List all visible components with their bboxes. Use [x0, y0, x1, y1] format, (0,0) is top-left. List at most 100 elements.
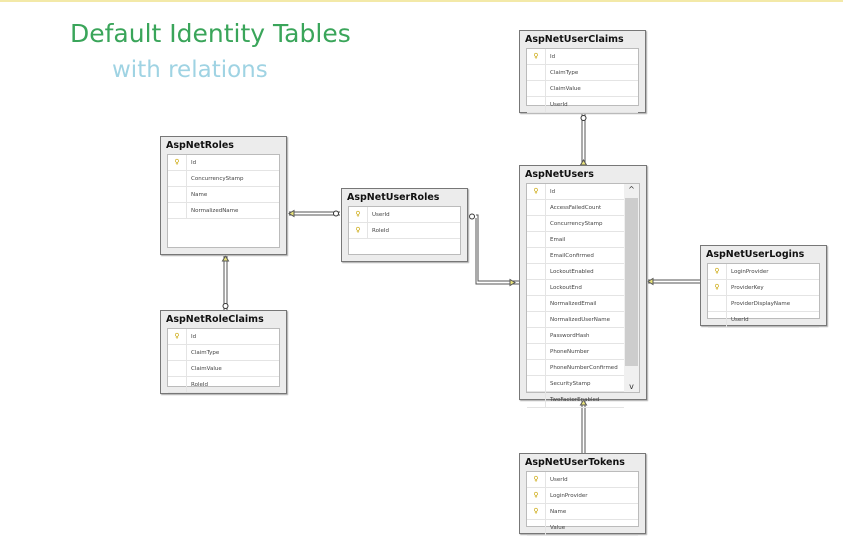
table-aspnetuserlogins[interactable]: AspNetUserLogins ♀ LoginProvider ♀ProviderK…	[700, 245, 827, 328]
diagram-subtitle: with relations	[112, 57, 268, 83]
column-row[interactable]: ♀Id	[527, 184, 624, 200]
primary-key-icon: ♀	[708, 264, 727, 279]
row-selector	[708, 296, 727, 311]
column-row[interactable]: ConcurrencyStamp	[168, 171, 279, 187]
column-row[interactable]: ClaimType	[168, 345, 279, 361]
column-grid: ♀UserId♀ RoleId	[348, 206, 461, 255]
column-row[interactable]: RoleId	[168, 377, 279, 393]
column-name: RoleId	[372, 227, 389, 234]
column-row[interactable]: ClaimValue	[527, 81, 638, 97]
relation-key-end	[221, 255, 230, 262]
column-row[interactable]: ♀UserId	[349, 207, 460, 223]
column-row[interactable]: ProviderDisplayName	[708, 296, 819, 312]
column-name: LoginProvider	[731, 268, 769, 275]
column-row[interactable]: Value	[527, 520, 638, 536]
column-row[interactable]: ♀Id	[168, 329, 279, 345]
relation-users-usertokens	[581, 400, 586, 453]
relation-roles-userroles	[289, 211, 340, 216]
primary-key-icon: ♀	[527, 184, 546, 199]
column-row[interactable]: PhoneNumberConfirmed	[527, 360, 624, 376]
column-row[interactable]: UserId	[527, 97, 638, 113]
column-name: Id	[191, 333, 197, 340]
column-row[interactable]: ♀Id	[168, 155, 279, 171]
table-aspnetusertokens[interactable]: AspNetUserTokens♀UserId♀LoginProvider♀Na…	[519, 453, 646, 536]
relation-roles-roleclaims	[223, 256, 228, 310]
primary-key-icon: ♀	[527, 472, 546, 487]
row-selector	[168, 377, 187, 392]
row-selector	[168, 361, 187, 376]
column-name: LockoutEnd	[550, 284, 582, 291]
column-row[interactable]: ConcurrencyStamp	[527, 216, 624, 232]
column-row[interactable]: ♀ UserId	[527, 472, 638, 488]
scroll-up-icon[interactable]: ^	[628, 185, 635, 194]
primary-key-icon: ♀	[349, 223, 368, 238]
column-row[interactable]: UserId	[708, 312, 819, 328]
column-name: ClaimValue	[191, 365, 222, 372]
column-name: SecurityStamp	[550, 380, 591, 387]
column-name: NormalizedEmail	[550, 300, 597, 307]
relation-endpoint	[333, 210, 339, 217]
table-aspnetuserroles[interactable]: AspNetUserRoles♀UserId♀RoleId	[341, 188, 468, 262]
column-row[interactable]: PhoneNumber	[527, 344, 624, 360]
column-name: NormalizedName	[191, 207, 239, 214]
column-row[interactable]: LockoutEnabled	[527, 264, 624, 280]
row-selector	[527, 392, 546, 407]
column-row[interactable]: ♀LoginProvider	[527, 488, 638, 504]
table-name: AspNetUsers	[525, 169, 594, 180]
column-name: Name	[550, 508, 567, 515]
table-name: AspNetRoleClaims	[166, 314, 264, 325]
column-name: EmailConfirmed	[550, 252, 594, 259]
column-name: ProviderKey	[731, 284, 764, 291]
column-row[interactable]: NormalizedUserName	[527, 312, 624, 328]
column-row[interactable]: AccessFailedCount	[527, 200, 624, 216]
column-row[interactable]: ClaimType	[527, 65, 638, 81]
column-row[interactable]: SecurityStamp	[527, 376, 624, 392]
diagram-title: Default Identity Tables	[70, 19, 351, 48]
column-row[interactable]: ♀ RoleId	[349, 223, 460, 239]
relation-users-userlogins	[648, 279, 700, 284]
row-selector	[527, 376, 546, 391]
row-selector	[527, 328, 546, 343]
scrollbar-thumb[interactable]	[625, 198, 638, 366]
column-row[interactable]: ♀Name	[527, 504, 638, 520]
row-selector	[527, 216, 546, 231]
column-row[interactable]: Email	[527, 232, 624, 248]
primary-key-icon: ♀	[168, 155, 187, 170]
column-row[interactable]: LockoutEnd	[527, 280, 624, 296]
relation-endpoint	[469, 213, 475, 220]
column-row[interactable]: ♀ProviderKey	[708, 280, 819, 296]
table-name: AspNetUserLogins	[706, 249, 805, 260]
column-name: AccessFailedCount	[550, 204, 602, 211]
column-row[interactable]: NormalizedEmail	[527, 296, 624, 312]
relation-endpoint	[580, 115, 587, 121]
column-row[interactable]: PasswordHash	[527, 328, 624, 344]
column-row[interactable]: ClaimValue	[168, 361, 279, 377]
row-selector	[527, 312, 546, 327]
relation-users-userroles	[475, 214, 519, 285]
relation-key-end	[509, 278, 516, 287]
column-name: UserId	[550, 101, 568, 108]
row-selector	[168, 171, 187, 186]
column-name: LoginProvider	[550, 492, 588, 499]
column-row[interactable]: Name	[168, 187, 279, 203]
column-row[interactable]: TwoFactorEnabled	[527, 392, 624, 408]
row-selector	[527, 81, 546, 96]
column-name: UserId	[550, 476, 568, 483]
column-row[interactable]: ♀ LoginProvider	[708, 264, 819, 280]
relation-key-end	[288, 209, 295, 218]
scroll-down-icon[interactable]: v	[629, 382, 634, 391]
top-border	[0, 0, 843, 2]
column-row[interactable]: NormalizedName	[168, 203, 279, 219]
row-selector	[527, 280, 546, 295]
scrollbar[interactable]: ^v	[624, 184, 639, 392]
column-row[interactable]: EmailConfirmed	[527, 248, 624, 264]
row-selector	[527, 200, 546, 215]
column-name: ClaimType	[550, 69, 579, 76]
column-row[interactable]: ♀Id	[527, 49, 638, 65]
relation-key-end	[647, 277, 654, 286]
